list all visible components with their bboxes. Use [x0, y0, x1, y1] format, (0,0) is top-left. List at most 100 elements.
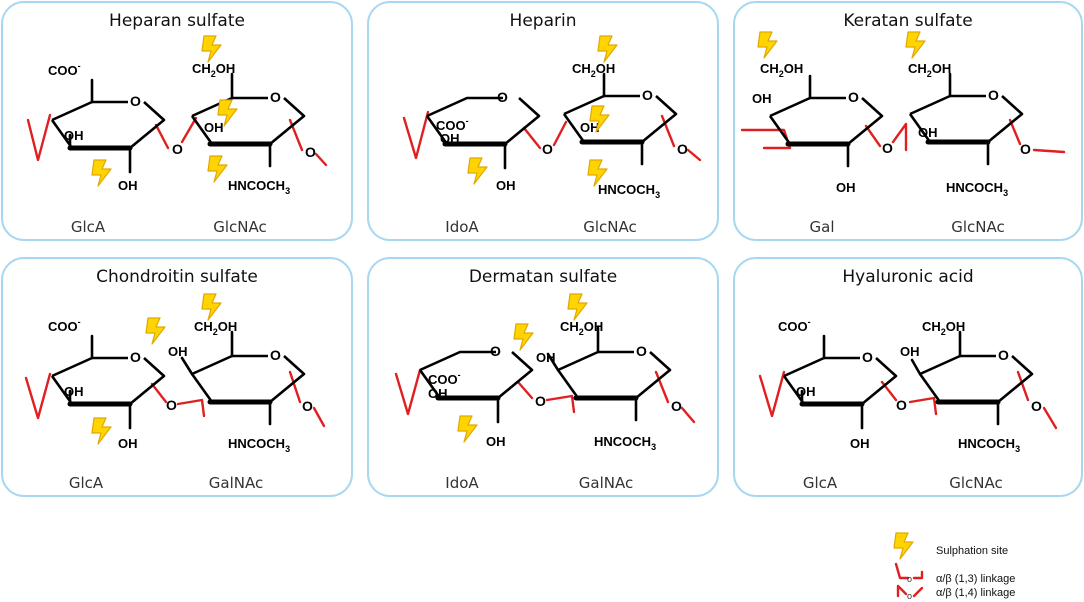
group-label: HNCOCH3: [598, 182, 660, 200]
panel-border: [733, 1, 1083, 241]
group-label: COO-: [428, 370, 461, 387]
lightning-bolt-icon: [467, 157, 488, 185]
glycosidic-linkage: [522, 126, 542, 150]
panel-title: Heparan sulfate: [109, 11, 245, 31]
group-label: OH: [796, 384, 816, 399]
legend-linkage-14: α/β (1,4) linkage: [936, 587, 1015, 599]
reducing-end-linkage: [758, 370, 786, 418]
glycosidic-oxygen: O: [535, 393, 546, 409]
ring-oxygen: O: [862, 349, 873, 365]
group-label: OH: [836, 180, 856, 195]
group-label: OH: [64, 128, 84, 143]
group-label: CH2OH: [572, 61, 615, 79]
group-label: OH: [918, 125, 938, 140]
panel-heparan-sulfate: Heparan sulfate O O O COO- OH OH O CH2OH…: [1, 1, 353, 241]
glycosidic-linkage: [154, 123, 170, 150]
non-reducing-end-linkage: [1032, 148, 1066, 154]
glycosidic-linkage: [908, 396, 938, 416]
group-label: OH: [64, 384, 84, 399]
lightning-bolt-icon: [757, 31, 778, 59]
non-reducing-end-linkage: [680, 406, 696, 424]
glycosidic-oxygen: O: [302, 398, 313, 414]
monosaccharide-label: GalNAc: [209, 474, 263, 492]
sugar-ring: O: [52, 334, 164, 430]
group-label: OH: [168, 344, 188, 359]
group-label: CH2OH: [908, 61, 951, 79]
sugar-ring: O: [910, 330, 1032, 426]
panel-hyaluronic-acid: Hyaluronic acid O O O COO- OH OH O OH CH…: [733, 257, 1083, 497]
lightning-bolt-icon: [145, 317, 166, 345]
group-label: OH: [118, 178, 138, 193]
ring-oxygen: O: [848, 89, 859, 105]
monosaccharide-label: GlcNAc: [583, 218, 637, 236]
monosaccharide-label: GlcA: [69, 474, 104, 492]
svg-text:o: o: [907, 574, 912, 584]
glycosidic-oxygen: O: [677, 141, 688, 157]
glycosidic-linkage: [516, 380, 534, 400]
glycosidic-oxygen: O: [542, 141, 553, 157]
glycosidic-linkage: [545, 394, 576, 414]
sugar-ring: O: [192, 72, 304, 168]
reducing-end-linkage: [26, 113, 52, 162]
panel-title: Chondroitin sulfate: [96, 267, 258, 287]
panel-heparin: Heparin O O O COO- OH OH O CH2OH OH HNCO…: [367, 1, 719, 241]
lightning-bolt-icon: [91, 159, 112, 187]
reducing-end-linkage: [402, 110, 430, 160]
monosaccharide-label: GlcA: [71, 218, 106, 236]
group-label: COO-: [48, 317, 81, 334]
group-label: HNCOCH3: [958, 436, 1020, 454]
panel-keratan-sulfate: Keratan sulfate O O O CH2OH OH OH O CH2O…: [733, 1, 1083, 241]
svg-text:o: o: [907, 591, 912, 601]
panel-border: [733, 257, 1083, 497]
non-reducing-end-linkage: [1016, 370, 1030, 402]
ring-oxygen: O: [988, 87, 999, 103]
sugar-ring: O: [420, 343, 532, 424]
ring-oxygen: O: [998, 347, 1009, 363]
group-label: OH: [752, 91, 772, 106]
group-label: CH2OH: [922, 319, 965, 337]
sugar-ring: O: [546, 326, 670, 422]
lightning-bolt-icon: [91, 417, 112, 445]
ring-oxygen: O: [636, 343, 647, 359]
reducing-end-linkage: [24, 372, 52, 420]
glycosidic-oxygen: O: [882, 140, 893, 156]
panel-title: Hyaluronic acid: [842, 267, 973, 287]
sugar-ring: O: [770, 74, 882, 168]
group-label: HNCOCH3: [946, 180, 1008, 198]
lightning-bolt-icon: [905, 31, 926, 59]
group-label: OH: [486, 434, 506, 449]
non-reducing-end-linkage: [1042, 406, 1058, 430]
monosaccharide-label: GlcNAc: [213, 218, 267, 236]
panel-title: Keratan sulfate: [843, 11, 972, 31]
lightning-bolt-icon: [513, 323, 534, 351]
group-label: HNCOCH3: [594, 434, 656, 452]
glycosidic-oxygen: O: [166, 397, 177, 413]
glycosidic-oxygen: O: [305, 144, 316, 160]
ring-oxygen: O: [270, 347, 281, 363]
ring-oxygen: O: [497, 89, 508, 105]
monosaccharide-label: IdoA: [445, 218, 479, 236]
lightning-bolt-icon: [567, 293, 588, 321]
monosaccharide-label: GlcNAc: [951, 218, 1005, 236]
group-label: OH: [204, 120, 224, 135]
lightning-bolt-icon: [893, 532, 914, 560]
glycosidic-linkage: [176, 398, 206, 418]
group-label: HNCOCH3: [228, 178, 290, 196]
legend-linkage-13: α/β (1,3) linkage: [936, 573, 1015, 585]
group-label: COO-: [778, 317, 811, 334]
panel-border: [1, 257, 353, 497]
glycosidic-linkage: [150, 382, 168, 404]
ring-oxygen: O: [490, 343, 501, 359]
lightning-bolt-icon: [457, 415, 478, 443]
linkage-13-icon: o: [894, 562, 924, 584]
monosaccharide-label: Gal: [810, 218, 835, 236]
group-label: CH2OH: [192, 61, 235, 79]
group-label: OH: [850, 436, 870, 451]
group-label: OH: [580, 120, 600, 135]
glycosidic-oxygen: O: [1031, 398, 1042, 414]
group-label: CH2OH: [194, 319, 237, 337]
lightning-bolt-icon: [201, 293, 222, 321]
legend: Sulphation site o α/β (1,3) linkage o α/…: [893, 532, 1015, 601]
linkage-14-icon: o: [896, 584, 924, 601]
glycosidic-linkage: [180, 116, 198, 144]
